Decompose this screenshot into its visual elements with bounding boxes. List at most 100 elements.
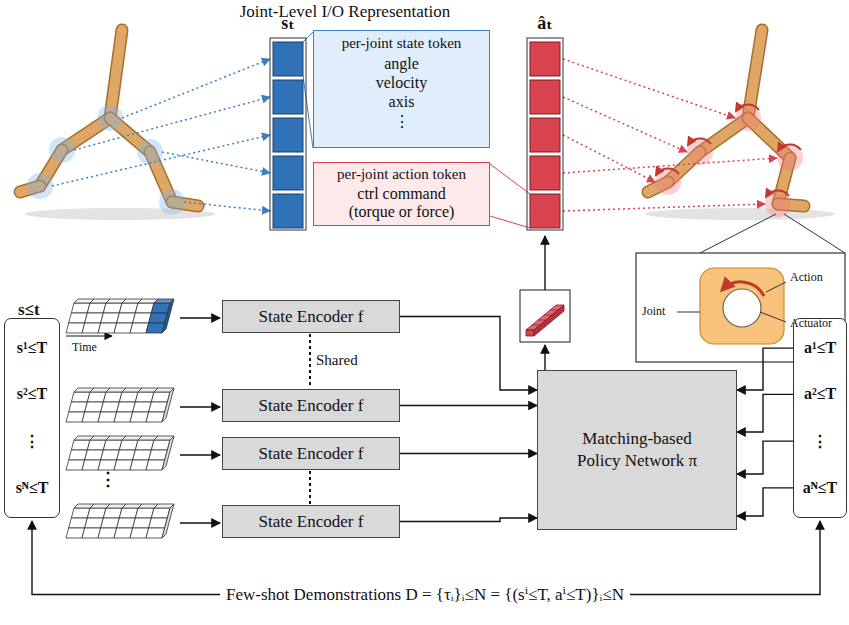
action-arrow — [563, 204, 765, 211]
grid-cell — [146, 323, 165, 333]
grid-arrow — [180, 406, 220, 407]
grid-cell — [119, 303, 138, 313]
node-text: State Encoder f — [259, 396, 364, 416]
grid-cell — [149, 518, 168, 528]
robot-joint — [687, 139, 713, 165]
actuator-circle — [723, 289, 761, 327]
grid-cell — [151, 392, 170, 402]
robot-limb — [110, 30, 122, 118]
node-text: sᴺ≤T — [16, 479, 49, 497]
node-text: a²≤T — [804, 385, 836, 403]
inset-label: Joint — [642, 304, 665, 319]
connector — [400, 405, 537, 406]
grid-cell — [151, 303, 170, 313]
encoder-box: State Encoder f — [222, 389, 400, 422]
joint-inset — [636, 253, 845, 362]
grid-side — [162, 299, 174, 333]
grid-cell — [130, 323, 149, 333]
grid-cell — [66, 528, 85, 538]
state-token-block — [273, 156, 303, 190]
connector-path — [400, 405, 537, 406]
grid-cell — [146, 528, 165, 538]
figure-title: Joint-Level I/O Representation — [0, 2, 690, 22]
observation-arrow — [52, 135, 270, 186]
grid-cell — [85, 518, 104, 528]
demo-arrow — [630, 521, 820, 595]
grid-cell — [101, 402, 120, 412]
grid-cell — [146, 412, 165, 422]
state-token-block — [273, 118, 303, 152]
grid-arrow — [180, 522, 220, 523]
grid-cell — [130, 412, 149, 422]
grid-cell — [101, 518, 120, 528]
grid-cell — [114, 412, 133, 422]
connector-path — [737, 488, 793, 516]
observation-arrow — [184, 202, 270, 211]
inset-label: Action — [790, 270, 823, 285]
policy-box: Matching-based Policy Network π — [537, 370, 737, 530]
grid-cell — [117, 313, 136, 323]
grid-side — [162, 504, 174, 538]
grid-cell — [151, 508, 170, 518]
grid-cell — [149, 402, 168, 412]
grid-cell — [98, 528, 117, 538]
grid-cell — [103, 440, 122, 450]
grid-cell — [149, 313, 168, 323]
action-token-block — [530, 42, 560, 76]
grid-cell — [151, 440, 170, 450]
grid-cell — [85, 402, 104, 412]
joint-body — [700, 268, 784, 344]
grid-cell — [130, 528, 149, 538]
grid-cell — [114, 460, 133, 470]
connector-path — [737, 394, 793, 432]
grid-cell — [85, 313, 104, 323]
grid-cell — [71, 303, 90, 313]
connector-path — [400, 317, 537, 391]
grid-cell — [117, 402, 136, 412]
grid-cell — [82, 323, 101, 333]
connector — [400, 453, 537, 454]
action-token-block — [530, 80, 560, 114]
demo-box: a¹≤Ta²≤T⋮aᴺ≤T — [793, 318, 847, 518]
node-text: ⋮ — [812, 432, 828, 451]
node-text: State Encoder f — [259, 307, 364, 327]
grid-cell — [82, 460, 101, 470]
grid-cell — [135, 440, 154, 450]
observation-arrow — [162, 152, 270, 173]
torque-arrow — [656, 168, 679, 175]
node-text: ctrl command (torque or force) — [336, 185, 468, 222]
grid-cell — [114, 323, 133, 333]
grid-cell — [66, 412, 85, 422]
grid-cell — [146, 460, 165, 470]
grid-cell — [101, 450, 120, 460]
grid-cell — [135, 508, 154, 518]
robot-joint — [49, 137, 75, 163]
torque-arrow — [736, 104, 759, 111]
grid-cell — [117, 518, 136, 528]
token-box: per-joint action tokenctrl command (torq… — [313, 162, 490, 226]
grid-arrow — [180, 317, 220, 318]
math-label: sₜ — [281, 12, 295, 34]
connector-path — [737, 441, 793, 474]
grid-cell — [82, 528, 101, 538]
grid-cell — [66, 460, 85, 470]
connector-path — [400, 518, 537, 522]
grid-side — [162, 388, 174, 422]
grid-cell — [117, 450, 136, 460]
robot-joint — [655, 169, 681, 195]
action-token-block — [530, 118, 560, 152]
grid-cell — [98, 412, 117, 422]
state-token-block — [273, 80, 303, 114]
policy-output-arrow — [544, 345, 545, 370]
grid-cell — [119, 508, 138, 518]
grid-cell — [133, 450, 152, 460]
robot-joint — [735, 105, 761, 131]
action-token-block — [530, 156, 560, 190]
grid-cell — [135, 303, 154, 313]
action-arrow — [563, 59, 735, 118]
robot-limb — [110, 30, 122, 118]
grid-cell — [69, 402, 88, 412]
grid-cell — [133, 402, 152, 412]
math-label: s≤t — [18, 300, 40, 320]
